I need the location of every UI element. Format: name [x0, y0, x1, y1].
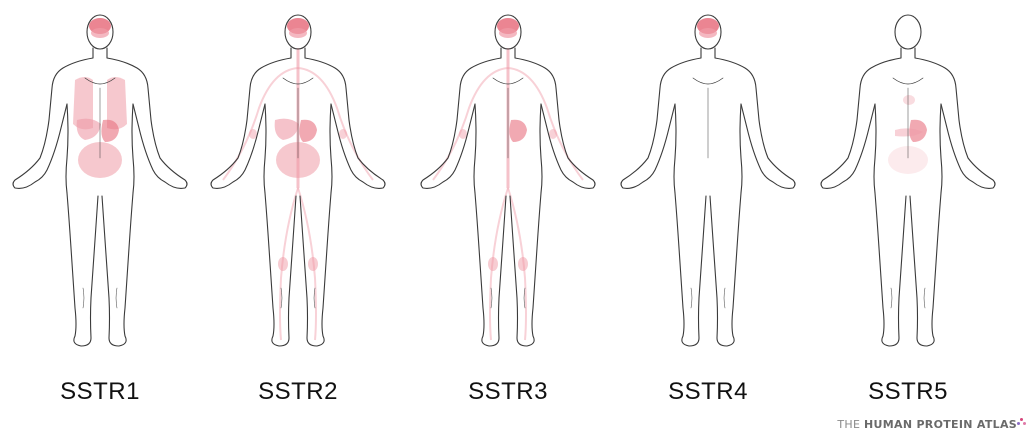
- logo-dots-icon: [1017, 418, 1027, 428]
- body-figure-sstr4: [613, 8, 803, 353]
- human-body-icon: [5, 8, 195, 353]
- human-body-icon: [203, 8, 393, 353]
- human-body-icon: [813, 8, 1003, 353]
- gene-label: SSTR5: [813, 378, 1003, 406]
- gene-label: SSTR4: [613, 378, 803, 406]
- gene-label: SSTR3: [413, 378, 603, 406]
- human-body-icon: [413, 8, 603, 353]
- logo-brand: HUMAN PROTEIN ATLAS: [864, 418, 1017, 431]
- body-figure-sstr5: [813, 8, 1003, 353]
- human-protein-atlas-logo: THE HUMAN PROTEIN ATLAS: [837, 418, 1027, 431]
- gene-label: SSTR2: [203, 378, 393, 406]
- human-body-icon: [613, 8, 803, 353]
- logo-prefix: THE: [837, 418, 864, 431]
- gene-label: SSTR1: [5, 378, 195, 406]
- body-figure-sstr3: [413, 8, 603, 353]
- body-figure-sstr2: [203, 8, 393, 353]
- body-figure-sstr1: [5, 8, 195, 353]
